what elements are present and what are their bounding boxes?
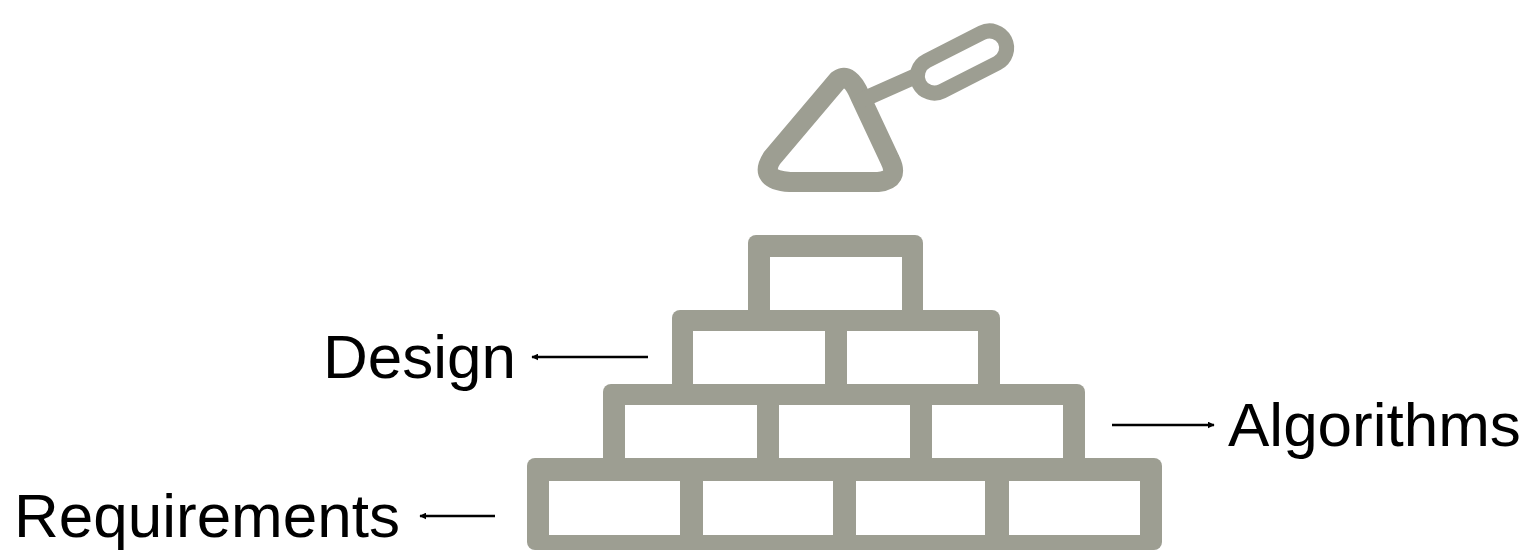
brick xyxy=(703,481,833,535)
trowel-handle xyxy=(912,25,1013,99)
brick xyxy=(693,331,825,384)
brick-row xyxy=(672,310,1000,395)
leader-arrow xyxy=(1112,424,1214,427)
brick xyxy=(625,405,757,458)
leader-arrow xyxy=(420,515,495,518)
brick xyxy=(856,481,985,535)
brick xyxy=(770,257,902,310)
brick xyxy=(932,405,1063,458)
brick xyxy=(847,331,978,384)
bricks xyxy=(527,235,1162,550)
brick xyxy=(1009,481,1140,535)
part-label: Design xyxy=(323,326,516,388)
leader-arrows xyxy=(420,357,1214,516)
part-label: Algorithms xyxy=(1228,394,1521,456)
handle-outline xyxy=(912,25,1013,99)
brick xyxy=(779,405,910,458)
brick-row xyxy=(527,458,1162,550)
part-label: Requirements xyxy=(14,485,400,547)
trowel-icon xyxy=(768,25,1013,182)
brick-row xyxy=(748,235,923,320)
brick-row xyxy=(603,384,1085,470)
leader-arrow xyxy=(532,356,648,359)
brick xyxy=(549,481,680,535)
